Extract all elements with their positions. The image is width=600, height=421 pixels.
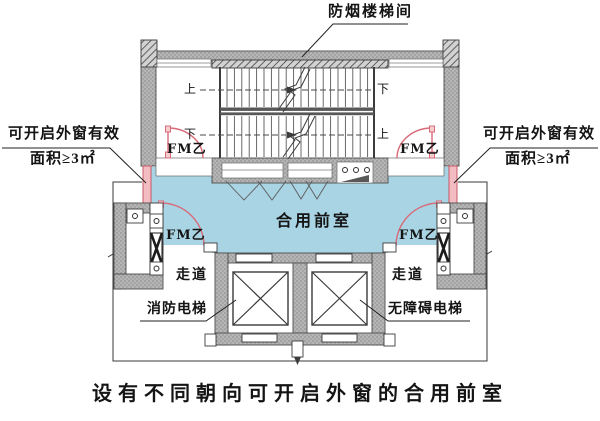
left-window-note-line1: 可开启外窗有效 [8,126,121,142]
break-line-upper [277,66,306,111]
fire-elevator-leader [140,299,237,322]
accessible-elevator-leader [359,299,470,322]
inner-hatched-wall [211,59,389,69]
accessible-elevator-shaft [311,271,368,326]
openable-window-right [448,165,458,206]
fire-elevator-label: 消防电梯 [147,302,207,317]
fire-door-label-upper-right: FM乙 [400,142,440,157]
elevator-door [315,253,353,263]
corridor-label-left: 走道 [176,268,208,283]
left-window-note-line2: 面积≥3㎡ [30,151,96,167]
elevator-door [241,333,278,343]
fire-door-upper-left [165,125,204,159]
side-notch-left [113,202,164,290]
right-window-note-line2: 面积≥3㎡ [505,151,571,167]
fire-door-label-upper-left: FM乙 [167,142,207,157]
fire-hydrant-cabinet [336,161,374,184]
stair-up-label-right: 上 [377,127,390,141]
fire-elevator-shaft [232,271,289,326]
bottom-notch [291,340,304,365]
left-window-leader [2,147,147,184]
right-window-note-line1: 可开启外窗有效 [483,126,596,142]
stair-landing [220,107,374,111]
fire-door-label-lower-left: FM乙 [166,228,206,243]
openable-window-symbol [225,180,263,201]
right-window-leader [453,147,598,184]
corner-column-right [442,39,460,68]
stair-up-label-left: 上 [184,82,197,96]
corridor-label-right: 走道 [392,268,424,283]
elevator-door [235,253,273,263]
lobby-wall-windows [221,161,374,201]
stairwell-label: 防烟楼梯间 [328,4,414,20]
leader-lines [2,23,598,322]
stair-down-label-right: 下 [377,82,390,96]
stairwell-walls [140,39,460,184]
stair-flights [200,66,375,160]
corner-column-left [140,39,158,68]
lobby-label: 合用前室 [276,213,353,230]
fire-door-upper-right [396,125,435,159]
shared-lobby-area [151,167,449,253]
stairwell-leader [301,23,408,58]
break-line-lower [282,113,311,158]
elevator-door [321,333,358,343]
elevator-block [204,252,396,365]
fire-door-label-lower-right: FM乙 [399,228,439,243]
corridor-window-right [436,232,451,265]
door-thresholds [155,157,445,177]
stair-down-label-left: 下 [184,127,197,141]
accessible-elevator-label: 无障碍电梯 [388,302,463,317]
openable-window-left [142,165,152,206]
corridor-window-left [149,232,164,265]
diagram-caption: 设有不同朝向可开启外窗的合用前室 [92,383,508,405]
stair-treads [226,68,369,157]
side-notch-right [436,202,487,290]
